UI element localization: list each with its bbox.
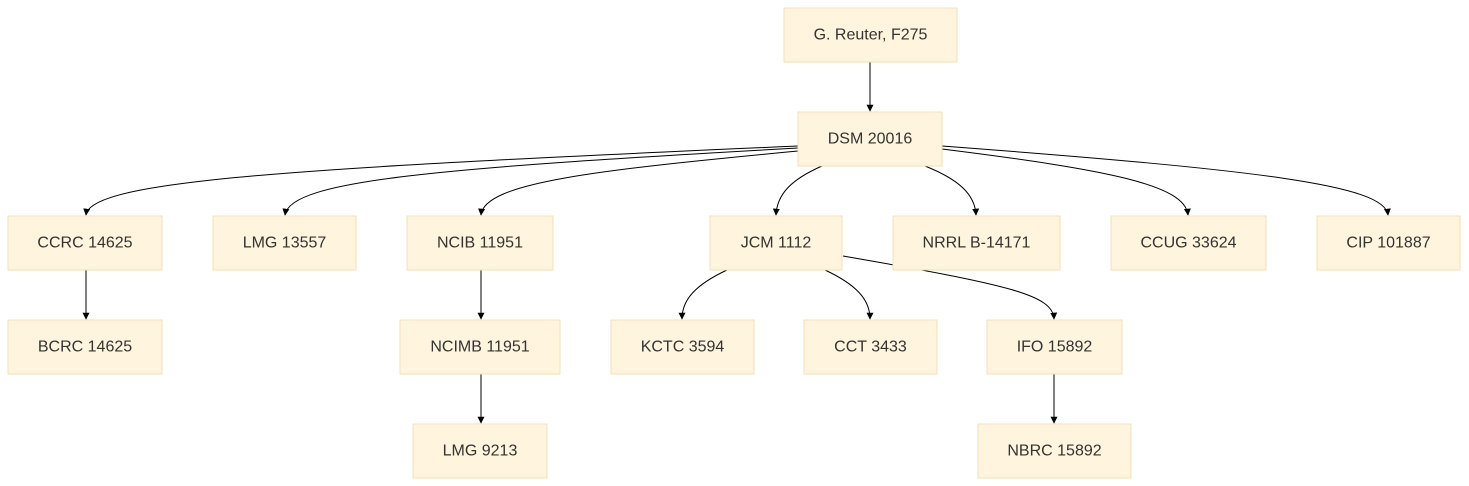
- node-bcrc[interactable]: BCRC 14625: [7, 319, 163, 375]
- node-box: [709, 215, 843, 271]
- node-ncimb[interactable]: NCIMB 11951: [399, 319, 561, 375]
- node-box: [7, 319, 163, 375]
- edges: [82, 62, 1391, 424]
- node-box: [212, 215, 357, 271]
- edge-dsm-nrrl: [924, 165, 980, 216]
- edge-jcm-kctc: [678, 269, 728, 320]
- node-label: NBRC 15892: [1007, 443, 1101, 460]
- node-nbrc[interactable]: NBRC 15892: [977, 423, 1132, 479]
- node-label: G. Reuter, F275: [814, 27, 928, 44]
- edge-jcm-cct: [824, 269, 874, 320]
- node-label: NCIB 11951: [437, 235, 523, 252]
- node-ifo[interactable]: IFO 15892: [986, 319, 1123, 375]
- node-dsm[interactable]: DSM 20016: [797, 111, 943, 167]
- node-label: JCM 1112: [741, 235, 812, 252]
- node-ccrc[interactable]: CCRC 14625: [7, 215, 163, 271]
- nodes: G. Reuter, F275 DSM 20016 CCRC 14625 LMG…: [7, 7, 1461, 479]
- node-cct[interactable]: CCT 3433: [803, 319, 938, 375]
- edge-dsm-cip: [941, 145, 1391, 216]
- node-box: [1110, 215, 1267, 271]
- node-ccug[interactable]: CCUG 33624: [1110, 215, 1267, 271]
- node-label: BCRC 14625: [38, 339, 132, 356]
- node-label: CIP 101887: [1346, 235, 1430, 252]
- edge-dsm-ncib: [478, 150, 799, 216]
- node-box: [892, 215, 1061, 271]
- node-box: [783, 7, 958, 63]
- node-label: NRRL B-14171: [923, 235, 1031, 252]
- node-box: [7, 215, 163, 271]
- node-nrrl[interactable]: NRRL B-14171: [892, 215, 1061, 271]
- node-box: [399, 319, 561, 375]
- edge-dsm-jcm: [772, 165, 823, 216]
- node-lmg9213[interactable]: LMG 9213: [412, 423, 548, 479]
- node-label: LMG 9213: [443, 443, 518, 460]
- node-lmg13557[interactable]: LMG 13557: [212, 215, 357, 271]
- node-box: [803, 319, 938, 375]
- node-label: LMG 13557: [243, 235, 327, 252]
- edge-dsm-lmg13557: [282, 147, 799, 216]
- node-cip[interactable]: CIP 101887: [1316, 215, 1461, 271]
- edge-dsm-ccrc: [83, 145, 799, 216]
- node-box: [797, 111, 943, 167]
- node-box: [412, 423, 548, 479]
- node-reuter[interactable]: G. Reuter, F275: [783, 7, 958, 63]
- node-jcm[interactable]: JCM 1112: [709, 215, 843, 271]
- node-ncib[interactable]: NCIB 11951: [406, 215, 554, 271]
- node-box: [977, 423, 1132, 479]
- node-label: IFO 15892: [1017, 339, 1093, 356]
- node-box: [986, 319, 1123, 375]
- edge-dsm-ccug: [941, 148, 1191, 216]
- node-label: KCTC 3594: [641, 339, 725, 356]
- node-label: CCT 3433: [834, 339, 907, 356]
- node-label: NCIMB 11951: [430, 339, 529, 356]
- node-box: [1316, 215, 1461, 271]
- node-box: [610, 319, 755, 375]
- node-label: CCUG 33624: [1140, 235, 1236, 252]
- node-label: CCRC 14625: [37, 235, 132, 252]
- node-label: DSM 20016: [828, 131, 913, 148]
- node-box: [406, 215, 554, 271]
- node-kctc[interactable]: KCTC 3594: [610, 319, 755, 375]
